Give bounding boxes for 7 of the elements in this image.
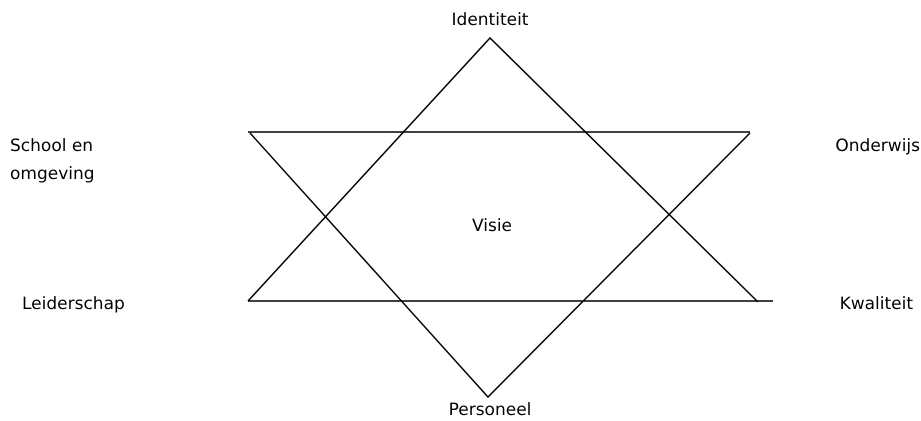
star-label: Leiderschap <box>22 293 126 316</box>
star-label: Personeel <box>448 399 532 421</box>
star-label: Visie <box>470 215 514 238</box>
star-label: School en omgeving <box>10 135 96 186</box>
star-label: Onderwijs <box>834 135 920 158</box>
star-label: Identiteit <box>450 9 530 32</box>
star-label: Kwaliteit <box>838 293 913 316</box>
